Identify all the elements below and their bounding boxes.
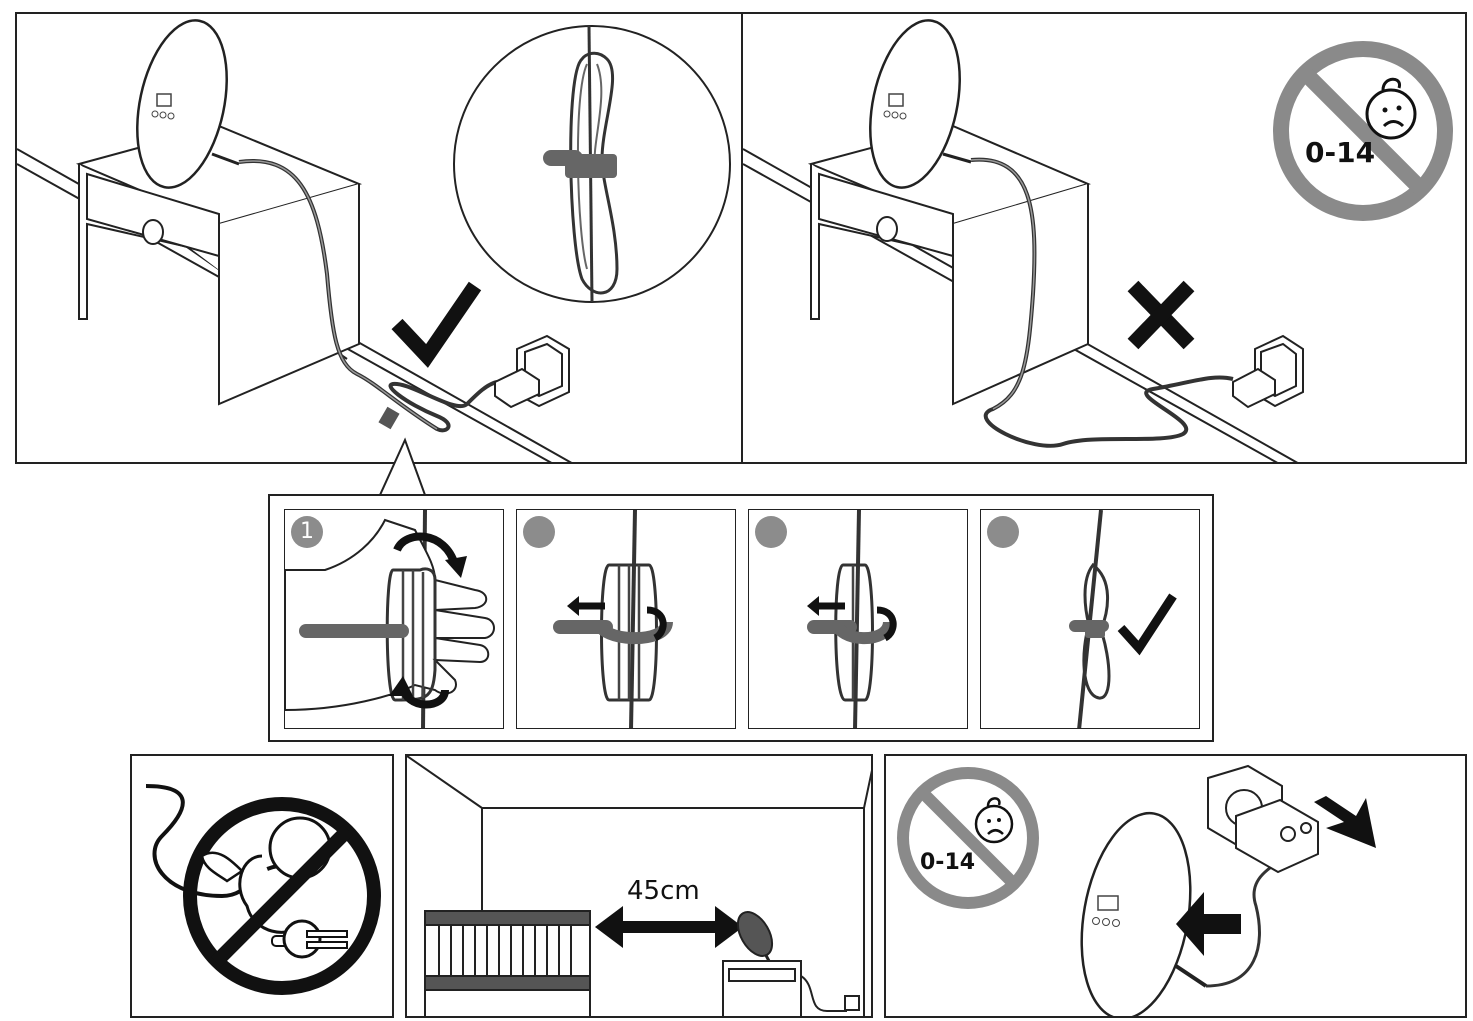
step-number-badge: 1: [291, 516, 323, 548]
panel-no-baby-cable: [130, 754, 394, 1018]
step-2: [516, 509, 736, 729]
distance-label: 45cm: [627, 876, 700, 906]
plug-in-illustration: [897, 764, 1376, 1016]
illustration-correct-setup: [17, 19, 731, 462]
crib: [424, 910, 591, 1016]
cable-tie-zoom: [453, 25, 731, 303]
wrap-cable-hand-icon: [285, 510, 495, 728]
step-number-badge: [523, 516, 555, 548]
age-warning-label: 0-14: [1305, 136, 1376, 169]
no-children-age-icon: [1273, 41, 1453, 221]
cross-mark-icon: [1127, 280, 1195, 350]
panel-incorrect-cable-setup: 0-14: [741, 12, 1467, 464]
wake-up-light: [136, 19, 240, 189]
no-children-age-icon: [897, 767, 1039, 909]
distance-arrow: [595, 906, 743, 948]
step-3: [748, 509, 968, 729]
no-baby-near-cable-icon: [145, 784, 381, 995]
step-1: 1: [284, 509, 504, 729]
age-warning-label: 0-14: [920, 850, 976, 875]
step-number-badge: [755, 516, 787, 548]
wall-socket-plug: [494, 334, 570, 409]
step-number-badge: [987, 516, 1019, 548]
wake-up-light: [869, 19, 972, 189]
strap-fasten-icon: [807, 510, 897, 728]
wall-socket-plug: [1207, 764, 1319, 874]
step-4: [980, 509, 1200, 729]
panel-plug-in-adult-only: 0-14: [884, 754, 1467, 1018]
insert-arrow-icon: [1176, 796, 1376, 956]
strap-wrap-icon: [553, 510, 673, 728]
strap-done-icon: [1069, 510, 1177, 728]
wake-up-light: [1080, 811, 1208, 1016]
panel-correct-cable-setup: [15, 12, 743, 464]
room-distance-illustration: [407, 756, 871, 1016]
lamp-nightstand: [722, 911, 860, 1016]
nightstand: [75, 124, 363, 406]
panel-distance-from-crib: 45cm: [405, 754, 873, 1018]
check-mark-icon: [1117, 593, 1177, 656]
illustration-incorrect-setup: [743, 19, 1453, 462]
panel-cable-tie-steps: 1: [268, 494, 1214, 742]
check-mark-icon: [391, 281, 482, 368]
wall-socket-plug: [1232, 334, 1304, 409]
